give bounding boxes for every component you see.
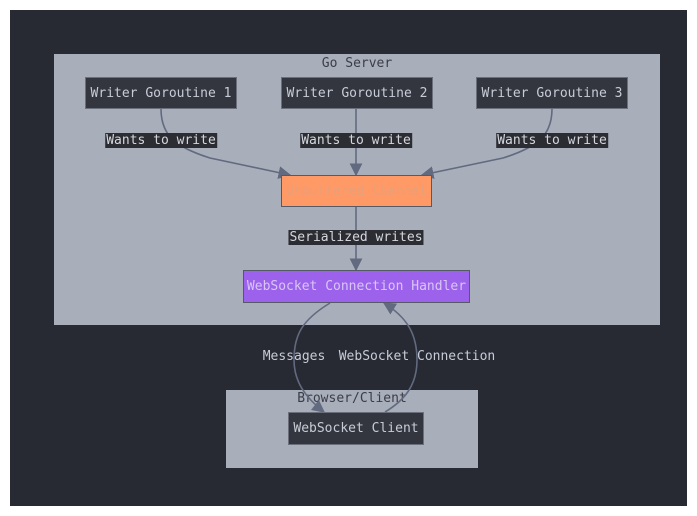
writer-goroutine-2-node: Writer Goroutine 2 — [281, 77, 433, 109]
unbuffered-channel-node: Unbuffered Channel — [281, 175, 432, 207]
edge-label-serialized: Serialized writes — [288, 230, 424, 245]
edge-label-websocket-connection: WebSocket Connection — [338, 349, 496, 364]
websocket-client-node: WebSocket Client — [288, 412, 424, 445]
writer-goroutine-1-node: Writer Goroutine 1 — [85, 77, 237, 109]
edge-label-messages: Messages — [262, 349, 326, 364]
edge-label-writer1: Wants to write — [105, 133, 217, 148]
writer-goroutine-3-node: Writer Goroutine 3 — [476, 77, 628, 109]
edge-client-to-handler-connection — [382, 302, 418, 413]
edge-handler-to-client-messages — [293, 302, 331, 413]
edge-label-writer3: Wants to write — [496, 133, 608, 148]
edge-label-writer2: Wants to write — [300, 133, 412, 148]
diagram-canvas: Go Server Browser/Client Writer Goroutin… — [10, 10, 687, 506]
websocket-connection-handler-node: WebSocket Connection Handler — [243, 270, 470, 303]
go-server-title: Go Server — [321, 56, 393, 71]
